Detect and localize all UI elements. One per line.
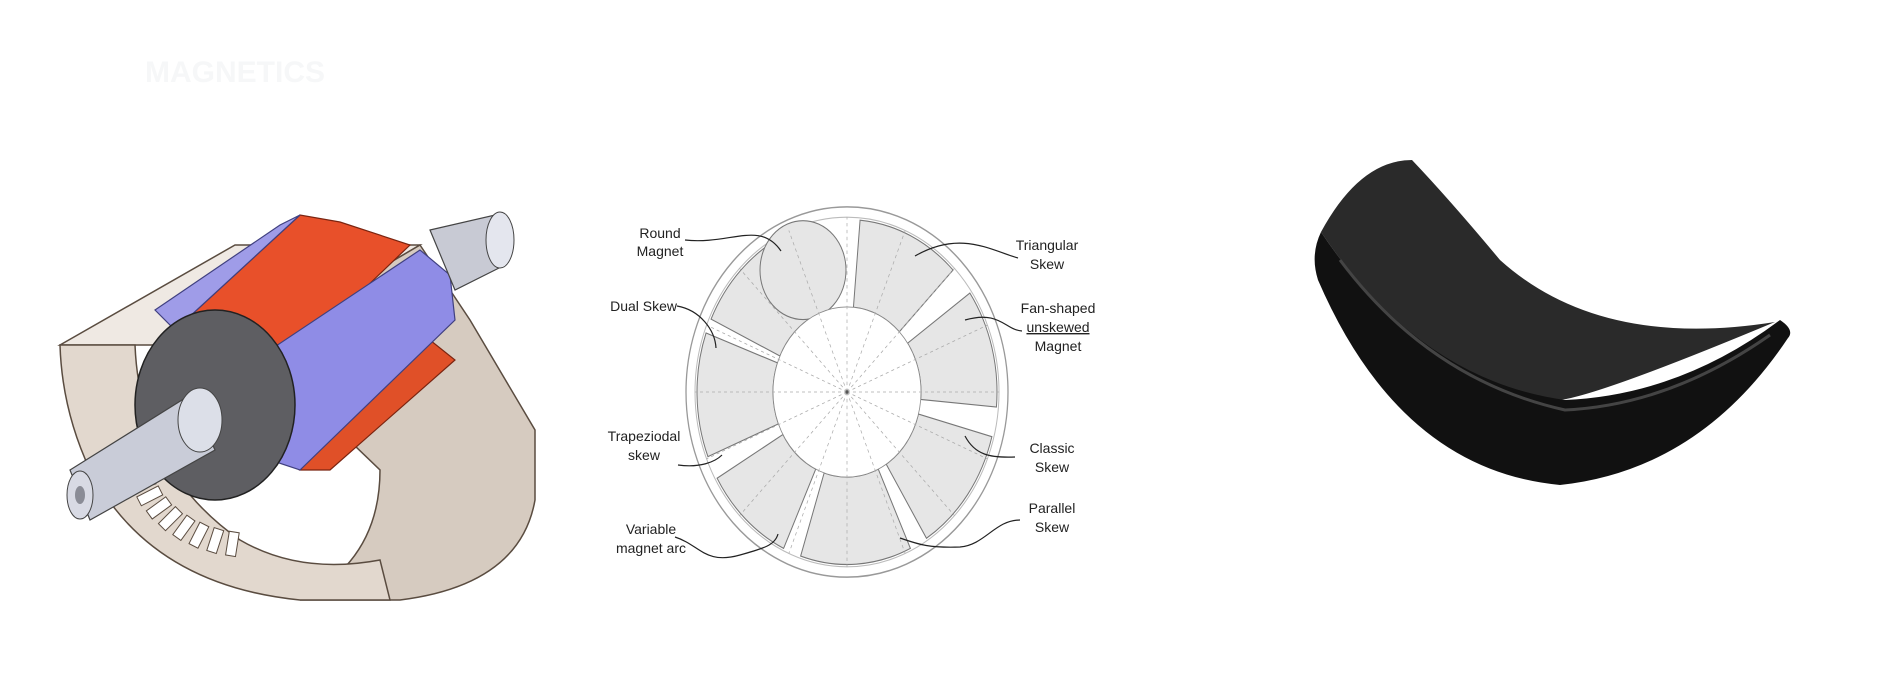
- trapezoidal-magnet-shape: [696, 332, 780, 458]
- shaft-end: [485, 211, 515, 269]
- guide-line: [739, 391, 848, 516]
- leader-round: [684, 234, 782, 252]
- leader-triangular: [914, 242, 1019, 259]
- stator-slot: [206, 527, 225, 555]
- rotor-stator-illustration: [57, 211, 536, 601]
- front-shaft-bore: [75, 486, 85, 504]
- stator-slot: [172, 514, 196, 542]
- guide-line: [846, 391, 955, 516]
- guide-line: [739, 268, 848, 393]
- stator-slot: [188, 521, 210, 549]
- leader-trapezoidal: [677, 454, 723, 467]
- arc-magnet-body: [1314, 232, 1791, 485]
- guide-line: [846, 230, 906, 393]
- guide-line: [846, 324, 988, 393]
- guide-line: [706, 324, 848, 393]
- leader-parallel: [899, 519, 1021, 548]
- guide-line: [846, 391, 988, 460]
- leader-variable: [674, 533, 779, 559]
- leader-fan: [964, 316, 1023, 332]
- guide-line: [846, 268, 955, 393]
- arc-segment-magnet: [1314, 160, 1791, 485]
- guide-line: [706, 391, 848, 460]
- guide-line: [788, 230, 848, 393]
- label-dual-skew: Dual Skew: [610, 298, 678, 314]
- guide-line: [846, 391, 906, 554]
- watermark-logo: MAGNETICS: [145, 56, 325, 89]
- rotor-outline-outer: [685, 206, 1009, 578]
- leader-dual: [676, 305, 717, 349]
- svg-text:MAGNETICS: MAGNETICS: [145, 56, 325, 89]
- rotor-blue-magnet: [154, 214, 301, 331]
- leader-classic: [964, 435, 1016, 458]
- front-shaft-step: [177, 387, 223, 453]
- stator-slot: [157, 505, 184, 532]
- stator-slot: [145, 496, 173, 520]
- arc-magnet-highlight: [1338, 259, 1771, 412]
- stator-slot: [136, 485, 164, 507]
- guide-line: [788, 391, 848, 554]
- parallel-magnet-shape: [800, 468, 912, 566]
- stator-slot: [225, 530, 240, 558]
- arc-magnet-top-surface: [1321, 160, 1775, 400]
